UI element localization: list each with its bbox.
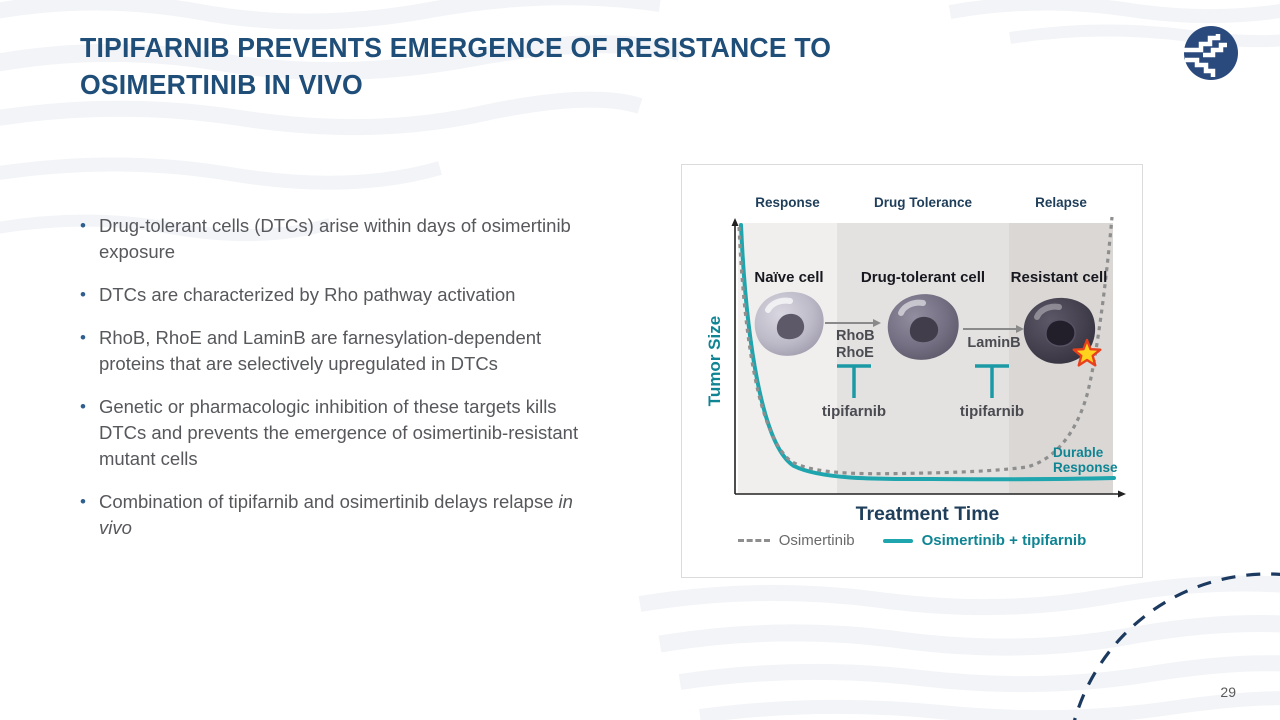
diagram-panel: Response Drug Tolerance Relapse bbox=[681, 164, 1143, 578]
bullet-text: Genetic or pharmacologic inhibition of t… bbox=[98, 396, 579, 469]
phase-label-response: Response bbox=[755, 195, 820, 210]
drug-tolerant-cell-label: Drug-tolerant cell bbox=[860, 269, 986, 286]
resistant-cell-illustration bbox=[1023, 297, 1096, 364]
slide-title: TIPIFARNIB PREVENTS EMERGENCE OF RESISTA… bbox=[80, 29, 897, 103]
bullet-dot: • bbox=[80, 216, 86, 235]
mutation-star-icon bbox=[1072, 338, 1102, 367]
curve-osimertinib bbox=[737, 216, 1114, 476]
dashed-circle-decoration bbox=[1073, 572, 1280, 720]
bullet-item: • RhoB, RhoE and LaminB are farnesylatio… bbox=[80, 325, 655, 377]
bullet-text-italic: in vivo bbox=[98, 491, 573, 538]
bullet-text: DTCs are characterized by Rho pathway ac… bbox=[98, 284, 516, 305]
legend-dashed-line-icon bbox=[737, 539, 770, 542]
rhob-rhoe-label: RhoB RhoE bbox=[836, 328, 875, 361]
drug-tolerant-cell-illustration bbox=[887, 294, 959, 360]
bullet-item: • Genetic or pharmacologic inhibition of… bbox=[80, 394, 655, 472]
bullet-item: • Drug-tolerant cells (DTCs) arise withi… bbox=[80, 213, 655, 265]
durable-response-annotation: Durable Response bbox=[1053, 445, 1118, 475]
phase-label-drug-tolerance: Drug Tolerance bbox=[873, 195, 973, 210]
tipifarnib-label-2: tipifarnib bbox=[959, 403, 1025, 420]
x-axis-label: Treatment Time bbox=[855, 503, 1000, 525]
bullet-dot: • bbox=[80, 492, 86, 511]
bullet-text-main: Combination of tipifarnib and osimertini… bbox=[98, 491, 554, 512]
title-line-2: OSIMERTINIB IN VIVO bbox=[80, 69, 363, 100]
inhibition-tbar-icon bbox=[837, 364, 871, 398]
bullet-text: RhoB, RhoE and LaminB are farnesylation-… bbox=[98, 327, 542, 374]
legend-label: Osimertinib bbox=[778, 532, 855, 549]
tumor-size-diagram-graphic bbox=[731, 216, 1126, 498]
page-number: 29 bbox=[1220, 684, 1236, 700]
naive-cell-illustration bbox=[754, 291, 824, 356]
legend-item-osimertinib: Osimertinib bbox=[737, 532, 855, 549]
naive-cell-label: Naïve cell bbox=[754, 269, 824, 286]
legend-solid-line-icon bbox=[882, 538, 913, 543]
bullet-list: • Drug-tolerant cells (DTCs) arise withi… bbox=[80, 213, 655, 558]
legend-item-osimertinib-tipifarnib: Osimertinib + tipifarnib bbox=[882, 532, 1087, 549]
arrow-tolerant-to-resistant bbox=[963, 325, 1024, 333]
bullet-item: • DTCs are characterized by Rho pathway … bbox=[80, 282, 655, 308]
bullet-text: Combination of tipifarnib and osimertini… bbox=[99, 489, 599, 541]
bullet-dot: • bbox=[80, 397, 86, 416]
bullet-item: • Combination of tipifarnib and osimerti… bbox=[80, 489, 655, 541]
inhibition-tbar-icon bbox=[975, 364, 1009, 398]
bullet-dot: • bbox=[80, 328, 86, 347]
bullet-text: Drug-tolerant cells (DTCs) arise within … bbox=[98, 215, 571, 262]
laminb-label: LaminB bbox=[967, 335, 1021, 351]
curve-osimertinib-plus-tipifarnib bbox=[739, 223, 1116, 482]
bullet-dot: • bbox=[80, 285, 86, 304]
chart-legend: Osimertinib Osimertinib + tipifarnib bbox=[682, 532, 1142, 549]
y-axis-label: Tumor Size bbox=[705, 315, 724, 407]
resistant-cell-label: Resistant cell bbox=[1010, 269, 1108, 286]
arrow-naive-to-tolerant bbox=[825, 319, 881, 327]
company-logo-icon bbox=[1184, 26, 1238, 80]
title-line-1: TIPIFARNIB PREVENTS EMERGENCE OF RESISTA… bbox=[80, 32, 832, 63]
legend-label: Osimertinib + tipifarnib bbox=[921, 532, 1087, 549]
tipifarnib-label-1: tipifarnib bbox=[821, 403, 887, 420]
phase-label-relapse: Relapse bbox=[1035, 195, 1087, 210]
